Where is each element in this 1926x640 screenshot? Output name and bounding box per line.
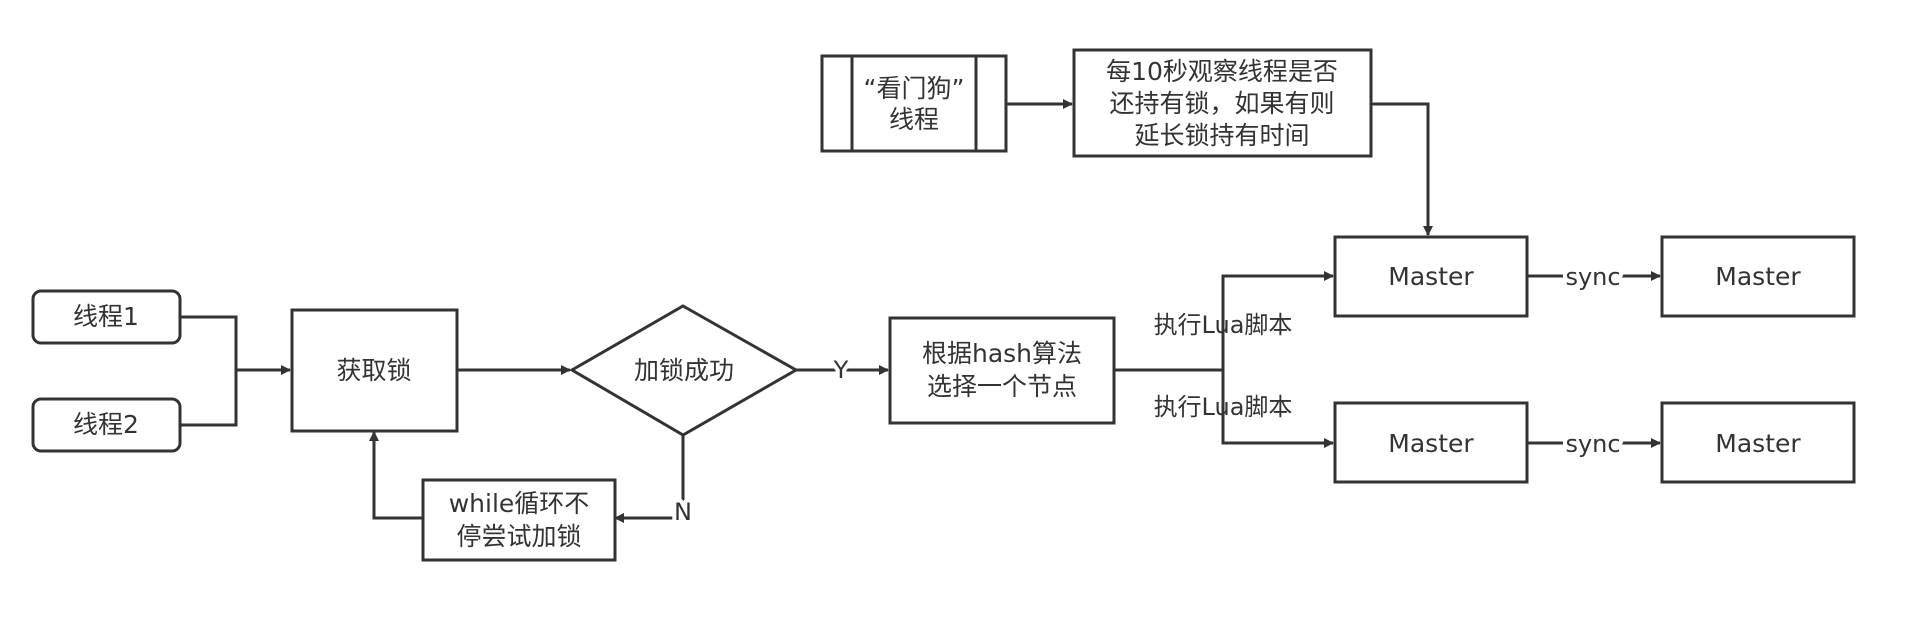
- edge-branch-to-master-top: [1221, 271, 1334, 370]
- node-thread1: 线程1: [31, 289, 182, 345]
- node-master-bottom-replica-label: Master: [1715, 429, 1801, 458]
- edge-decision-to-retry: [614, 435, 685, 523]
- edge-branch-to-master-bottom: [1221, 370, 1334, 448]
- node-retry: while循环不 停尝试加锁: [421, 478, 617, 562]
- node-master-top-label: Master: [1388, 262, 1474, 291]
- node-decision-label: 加锁成功: [634, 356, 734, 385]
- node-master-top-replica-label: Master: [1715, 262, 1801, 291]
- node-master-bottom-replica: Master: [1660, 401, 1856, 484]
- node-thread1-label: 线程1: [73, 302, 139, 331]
- node-select-node-line1: 根据hash算法: [922, 339, 1082, 368]
- node-acquire-lock: 获取锁: [290, 308, 459, 433]
- edge-retry-to-acquire: [369, 431, 423, 520]
- edges: [180, 99, 1661, 523]
- edge-label-sync-top: sync: [1565, 263, 1620, 291]
- node-master-top: Master: [1333, 235, 1529, 318]
- node-observe-line1: 每10秒观察线程是否: [1106, 57, 1338, 86]
- edge-label-lua-top: 执行Lua脚本: [1154, 311, 1293, 339]
- edge-thread1-to-acquire: [180, 315, 238, 370]
- edge-observe-to-master-top: [1371, 102, 1433, 236]
- node-acquire-lock-label: 获取锁: [336, 356, 411, 385]
- node-master-bottom-label: Master: [1388, 429, 1474, 458]
- node-observe: 每10秒观察线程是否 还持有锁，如果有则 延长锁持有时间: [1072, 48, 1373, 158]
- edge-label-no: N: [674, 498, 692, 526]
- node-decision: 加锁成功: [569, 304, 800, 437]
- edge-thread2-to-acquire: [180, 370, 238, 427]
- edge-label-lua-bottom: 执行Lua脚本: [1154, 393, 1293, 421]
- node-thread2-label: 线程2: [73, 410, 139, 439]
- node-observe-line3: 延长锁持有时间: [1134, 121, 1309, 150]
- node-select-node-line2: 选择一个节点: [927, 372, 1077, 401]
- node-watchdog-line2: 线程: [889, 105, 939, 134]
- node-watchdog: “看门狗” 线程: [820, 54, 1008, 153]
- edge-label-yes: Y: [833, 356, 849, 384]
- node-master-bottom: Master: [1333, 401, 1529, 484]
- node-master-top-replica: Master: [1660, 235, 1856, 318]
- node-select-node: 根据hash算法 选择一个节点: [888, 316, 1116, 425]
- node-retry-line2: 停尝试加锁: [456, 522, 581, 551]
- node-watchdog-line1: “看门狗”: [864, 74, 965, 103]
- node-observe-line2: 还持有锁，如果有则: [1109, 89, 1334, 118]
- edge-labels: Y N 执行Lua脚本 执行Lua脚本 sync sync: [670, 259, 1625, 530]
- node-thread2: 线程2: [31, 397, 182, 453]
- edge-label-sync-bottom: sync: [1565, 430, 1620, 458]
- node-retry-line1: while循环不: [449, 489, 590, 518]
